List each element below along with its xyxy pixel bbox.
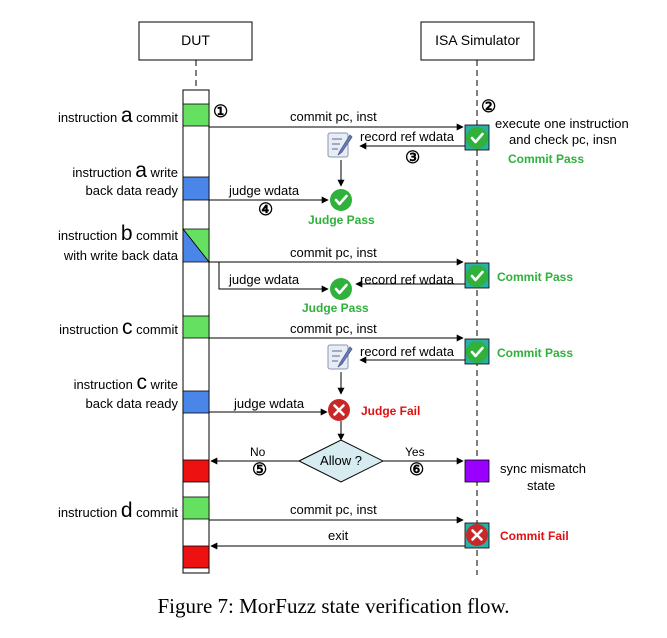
label-text: write xyxy=(146,377,178,392)
note-sync-line1: sync mismatch xyxy=(500,461,586,476)
arrow-label-record-2: record ref wdata xyxy=(360,272,454,287)
cross-icon xyxy=(328,399,350,421)
dut-block-c-write xyxy=(182,390,210,414)
isa-header-box xyxy=(420,21,535,61)
label-a-write-line2: back data ready xyxy=(85,183,178,198)
label-text: commit xyxy=(132,228,178,243)
label-text: commit xyxy=(132,322,178,337)
note-execute-line1: execute one instruction xyxy=(495,116,629,131)
label-letter: c xyxy=(136,371,147,394)
label-b-commit: instruction b commit xyxy=(10,223,178,244)
label-letter: d xyxy=(120,499,133,522)
arrow-label-no: No xyxy=(250,445,266,459)
label-text: commit xyxy=(132,505,178,520)
status-commit-pass-3: Commit Pass xyxy=(497,346,574,360)
label-letter: b xyxy=(120,222,133,245)
dut-header-label: DUT xyxy=(181,32,210,48)
label-c-write-line2: back data ready xyxy=(85,396,178,411)
label-b-commit-line2: with write back data xyxy=(63,248,178,263)
arrow-label-judge-2: judge wdata xyxy=(229,272,300,287)
arrow-label-commit-3: commit pc, inst xyxy=(290,321,377,336)
step-4: ④ xyxy=(258,200,274,219)
dut-block-red-1 xyxy=(182,459,210,483)
notepad-icon xyxy=(327,344,353,370)
dut-block-b-blue xyxy=(182,227,210,263)
notepad-icon xyxy=(327,132,353,158)
label-c-write: instruction c write xyxy=(10,372,178,393)
label-a-write: instruction a write xyxy=(10,160,178,181)
status-commit-pass-2: Commit Pass xyxy=(497,270,574,284)
note-execute-line2: and check pc, insn xyxy=(509,132,617,147)
check-icon xyxy=(330,189,352,211)
arrow-judge-2 xyxy=(218,262,329,293)
note-sync-line2: state xyxy=(527,478,556,493)
cross-icon xyxy=(466,524,488,546)
isa-header-label: ISA Simulator xyxy=(435,32,520,48)
dut-block-c-commit xyxy=(182,315,210,339)
dut-block-a-commit xyxy=(182,103,210,127)
dut-block-a-write xyxy=(182,176,210,201)
isa-block-sync xyxy=(464,459,490,483)
label-text: instruction xyxy=(73,377,137,392)
arrow-label-commit-2: commit pc, inst xyxy=(290,245,377,260)
status-commit-fail: Commit Fail xyxy=(500,529,569,543)
status-judge-fail: Judge Fail xyxy=(361,404,421,418)
check-icon xyxy=(466,265,488,287)
arrow-label-judge-3: judge wdata xyxy=(234,396,305,411)
dut-header-box xyxy=(138,21,253,61)
label-text: write xyxy=(146,165,178,180)
dut-block-d-commit xyxy=(182,496,210,520)
status-judge-pass-2: Judge Pass xyxy=(302,301,369,315)
step-2: ② xyxy=(481,97,497,116)
figure-caption: Figure 7: MorFuzz state verification flo… xyxy=(157,594,510,618)
step-3: ③ xyxy=(405,148,421,167)
label-c-commit: instruction c commit xyxy=(10,317,178,338)
arrow-label-yes: Yes xyxy=(405,445,425,459)
arrow-label-judge-1: judge wdata xyxy=(229,183,300,198)
decision-diamond xyxy=(297,439,385,483)
check-icon xyxy=(330,278,352,300)
label-text: instruction xyxy=(57,505,121,520)
label-text: commit xyxy=(132,110,178,125)
decision-label: Allow ? xyxy=(320,453,362,468)
label-letter: a xyxy=(120,104,133,127)
status-commit-pass-1: Commit Pass xyxy=(508,152,585,166)
step-6: ⑥ xyxy=(409,460,425,479)
arrow-label-record-1: record ref wdata xyxy=(360,129,454,144)
arrow-label-exit: exit xyxy=(328,528,349,543)
label-d-commit: instruction d commit xyxy=(10,500,178,521)
check-icon xyxy=(466,341,488,363)
label-text: instruction xyxy=(72,165,136,180)
label-text: instruction xyxy=(57,228,121,243)
label-a-commit: instruction a commit xyxy=(10,105,178,126)
label-letter: a xyxy=(135,159,147,182)
label-text: instruction xyxy=(59,322,122,337)
step-1: ① xyxy=(213,102,229,121)
arrow-label-commit-4: commit pc, inst xyxy=(290,502,377,517)
label-letter: c xyxy=(122,316,133,339)
check-icon xyxy=(466,127,488,149)
step-5: ⑤ xyxy=(252,460,268,479)
status-judge-pass-1: Judge Pass xyxy=(308,213,375,227)
arrow-label-record-3: record ref wdata xyxy=(360,344,454,359)
label-text: instruction xyxy=(57,110,121,125)
dut-block-red-2 xyxy=(182,545,210,569)
arrow-label-commit-1: commit pc, inst xyxy=(290,109,377,124)
